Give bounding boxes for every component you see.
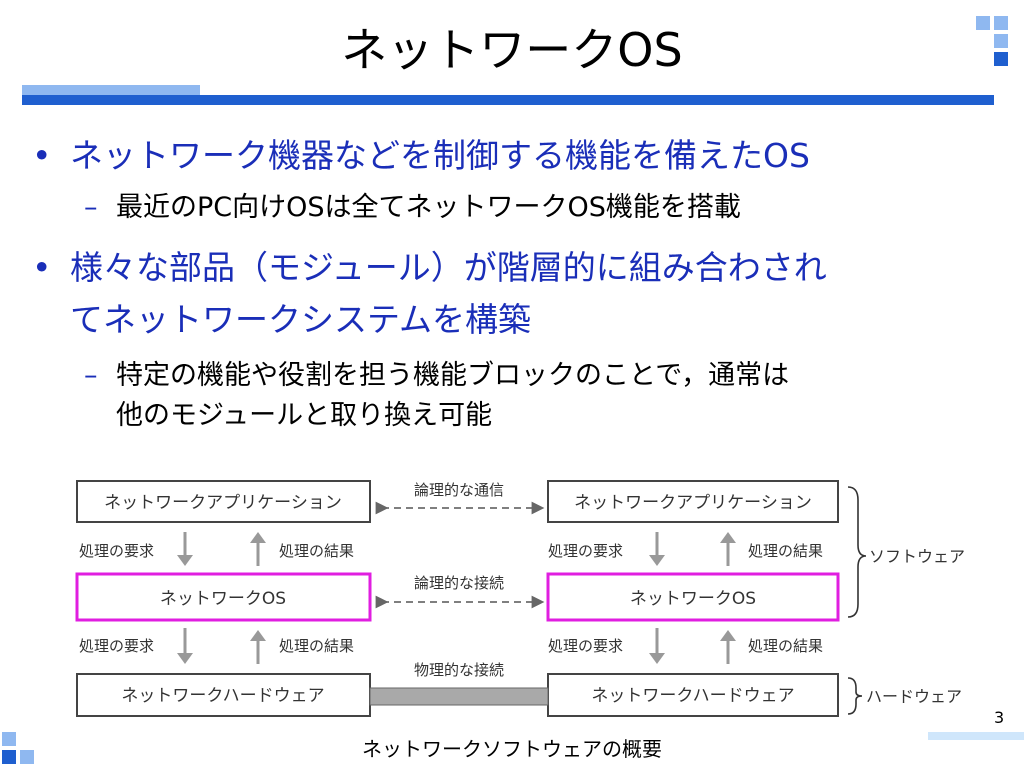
sub-dash: – — [84, 360, 98, 391]
left-upper-request-label: 処理の要求 — [79, 542, 154, 560]
left-lower-result-label: 処理の結果 — [279, 637, 354, 655]
left-os-box — [75, 572, 372, 622]
link-app-label: 論理的な通信 — [414, 481, 504, 499]
right-lower-request-label: 処理の要求 — [548, 637, 623, 655]
left-app-label: ネットワークアプリケーション — [104, 493, 342, 513]
slide-title: ネットワークOS — [341, 23, 683, 77]
right-lower-arrows: 処理の要求 処理の結果 — [548, 628, 823, 664]
bullet-2-sub-line-1: 特定の機能や役割を担う機能ブロックのことで，通常は — [116, 360, 790, 391]
right-upper-request-label: 処理の要求 — [548, 542, 623, 560]
bullet-2-sub-line-2: 他のモジュールと取り換え可能 — [116, 400, 493, 431]
title-rule — [22, 95, 994, 105]
left-app-box — [76, 480, 371, 523]
left-hw-box — [76, 673, 371, 717]
left-lower-request-label: 処理の要求 — [79, 637, 154, 655]
physical-link-bar — [369, 687, 549, 706]
bullet-1-text: ネットワーク機器などを制御する機能を備えたOS — [70, 136, 810, 175]
hardware-brace — [847, 677, 863, 715]
right-app-box — [547, 480, 839, 523]
diagram-caption: ネットワークソフトウェアの概要 — [362, 737, 662, 761]
bullet-2-line-1: 様々な部品（モジュール）が階層的に組み合わされ — [70, 248, 827, 287]
right-upper-arrows: 処理の要求 処理の結果 — [548, 532, 823, 566]
right-lower-result-label: 処理の結果 — [748, 637, 823, 655]
right-upper-result-label: 処理の結果 — [748, 542, 823, 560]
right-os-label: ネットワークOS — [630, 589, 756, 609]
left-upper-result-label: 処理の結果 — [279, 542, 354, 560]
footer-accent-bar — [928, 732, 1024, 740]
left-lower-arrows: 処理の要求 処理の結果 — [79, 628, 354, 664]
page-number: 3 — [994, 708, 1005, 727]
left-os-label: ネットワークOS — [160, 589, 286, 609]
left-hw-label: ネットワークハードウェア — [121, 686, 324, 706]
left-upper-arrows: 処理の要求 処理の結果 — [79, 532, 354, 566]
bullet-2-line-2: てネットワークシステムを構築 — [70, 300, 532, 339]
right-hw-box — [547, 673, 839, 717]
software-brace — [847, 486, 867, 618]
bullet-dot: • — [32, 136, 52, 175]
link-os-label: 論理的な接続 — [414, 574, 504, 592]
right-hw-label: ネットワークハードウェア — [591, 686, 794, 706]
link-hw-label: 物理的な接続 — [414, 661, 504, 679]
bullet-1-sub-1-text: 最近のPC向けOSは全てネットワークOS機能を搭載 — [116, 192, 741, 223]
bullet-dot: • — [32, 248, 52, 287]
software-group-label: ソフトウェア — [869, 547, 965, 566]
right-os-box — [546, 572, 840, 622]
hardware-group-label: ハードウェア — [866, 687, 962, 706]
title-accent-bar — [22, 85, 200, 95]
right-app-label: ネットワークアプリケーション — [574, 493, 812, 513]
sub-dash: – — [84, 192, 98, 223]
